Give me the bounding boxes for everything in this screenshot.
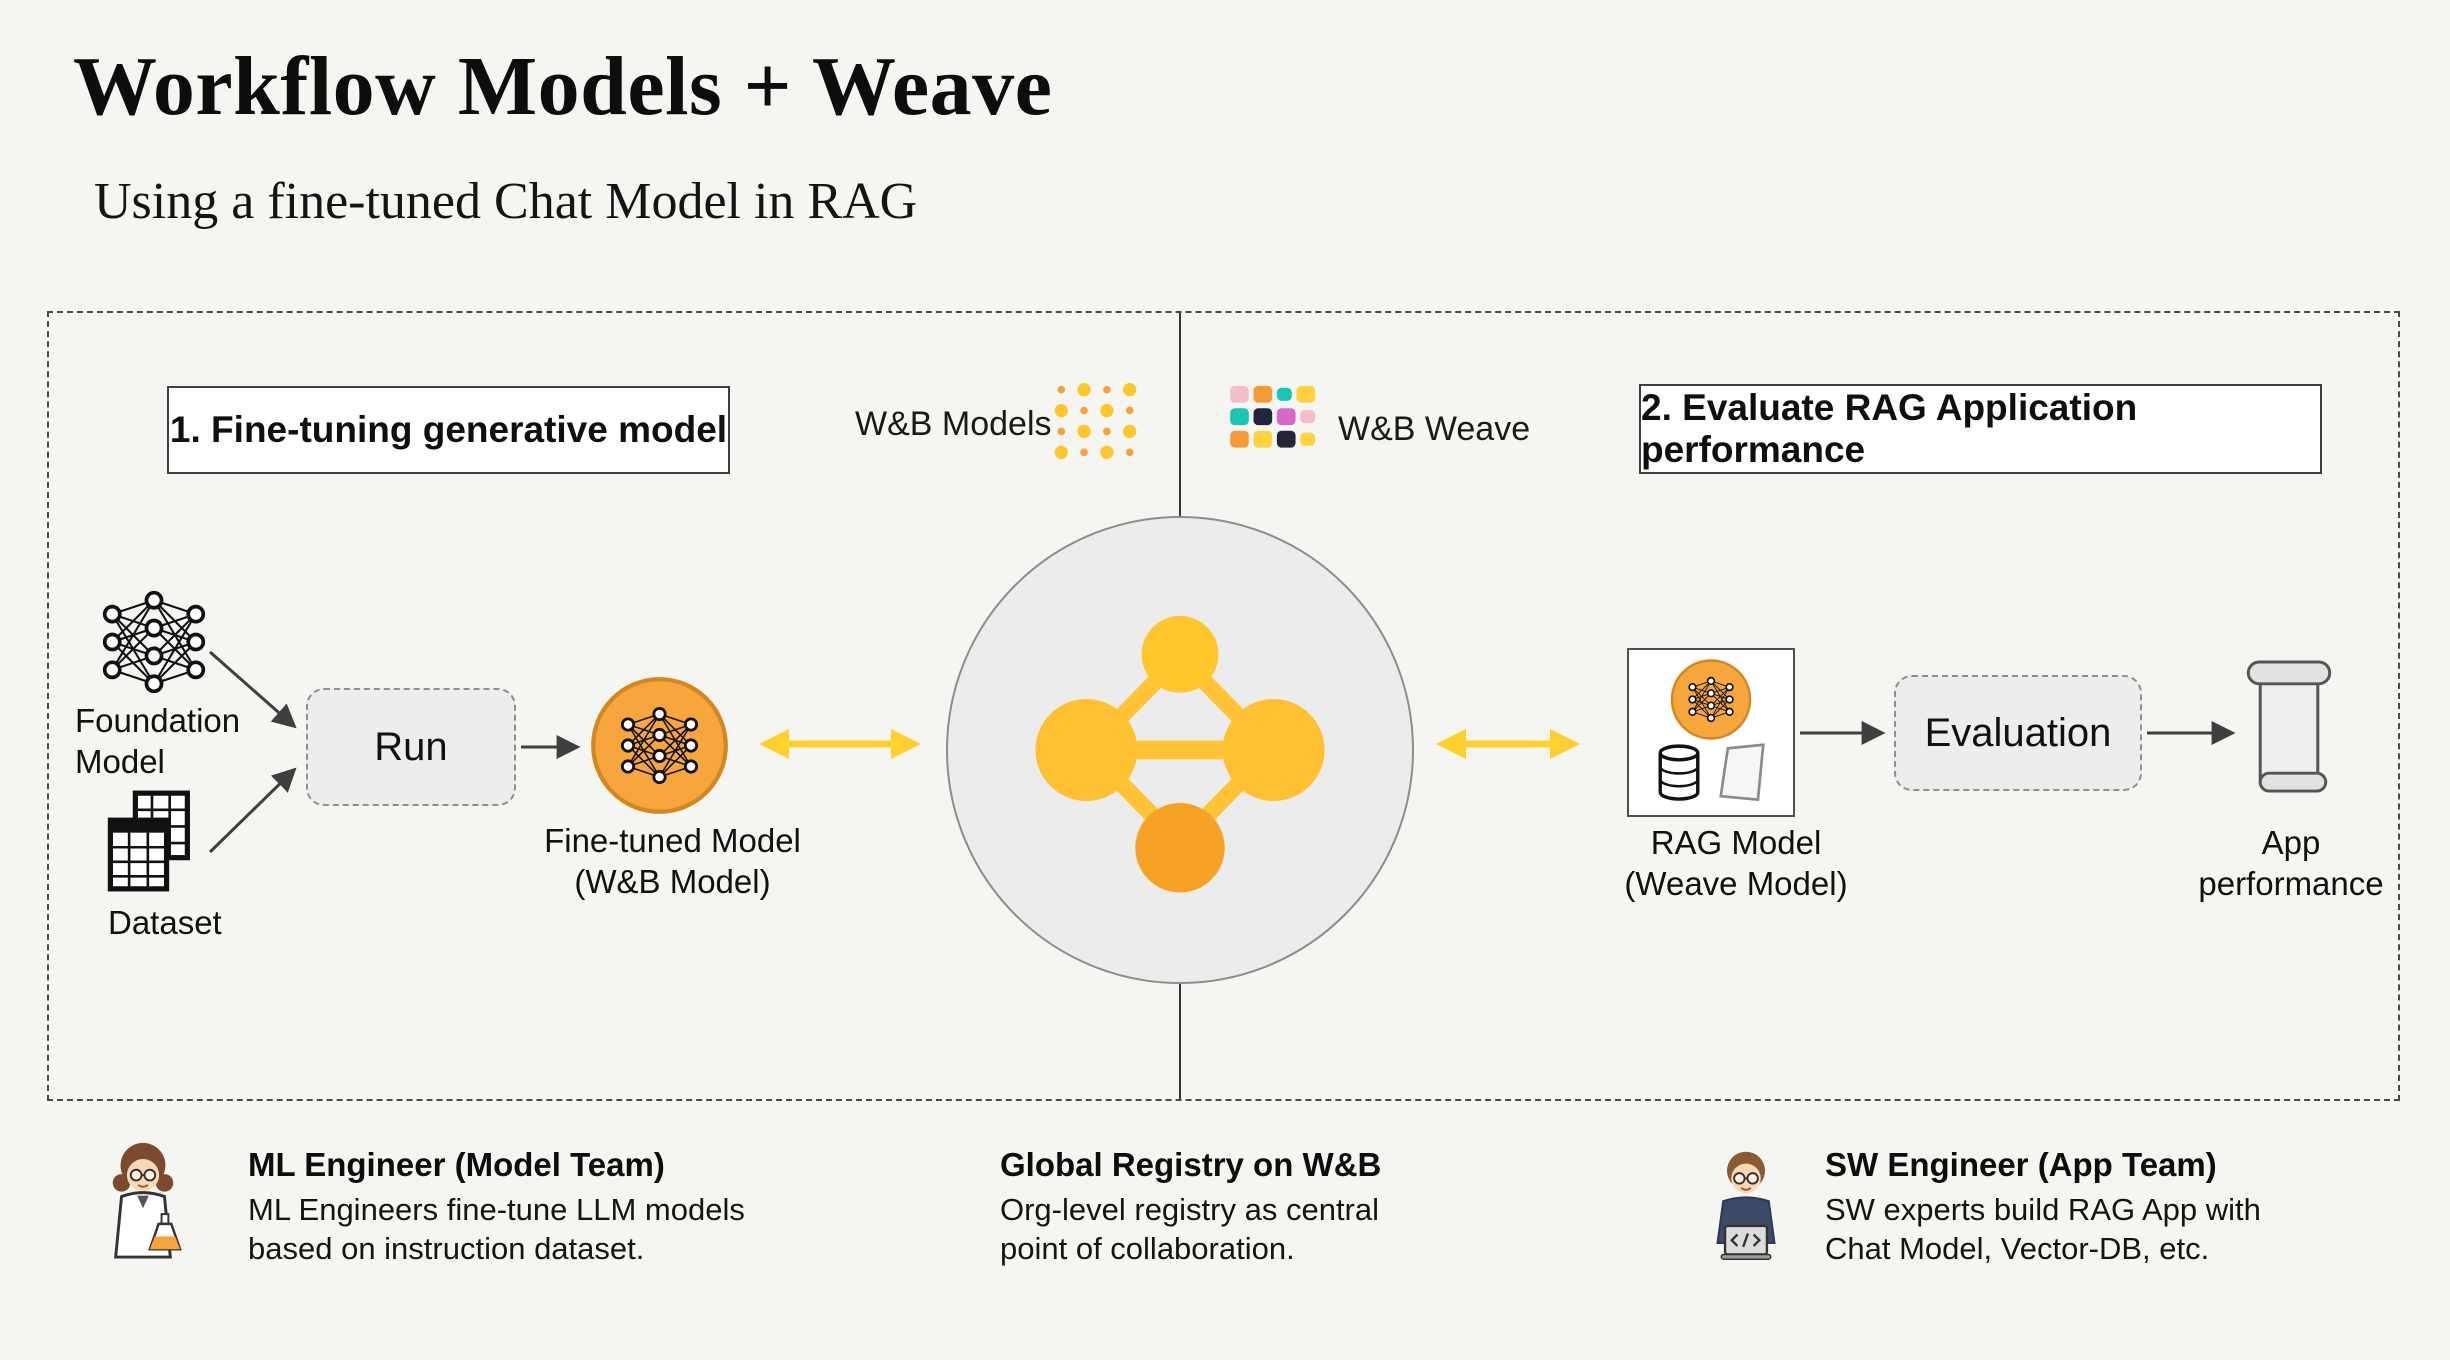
evaluation-box: Evaluation — [1894, 675, 2142, 791]
ml-engineer-icon — [112, 1142, 182, 1259]
dataset-icon — [107, 790, 190, 892]
ml-engineer-note: ML Engineer (Model Team) ML Engineers fi… — [248, 1146, 745, 1266]
wandb-models-icon — [1054, 383, 1137, 459]
sw-engineer-icon — [1716, 1151, 1776, 1260]
wandb-registry-icon — [1035, 615, 1325, 893]
dataset-label: Dataset — [108, 904, 222, 941]
wandb-models-label: W&B Models — [855, 405, 1052, 443]
global-registry-note-title: Global Registry on W&B — [1000, 1146, 1382, 1183]
document-icon — [1719, 743, 1765, 802]
finetuned-model-label: Fine-tuned Model (W&B Model) — [544, 822, 801, 900]
sw-engineer-note: SW Engineer (App Team) SW experts build … — [1825, 1146, 2261, 1266]
section-label-finetuning: 1. Fine-tuning generative model — [167, 386, 730, 474]
rag-chat-model-icon — [1670, 659, 1752, 740]
wandb-weave-label: W&B Weave — [1338, 410, 1531, 448]
page-subtitle: Using a fine-tuned Chat Model in RAG — [94, 173, 918, 230]
section-label-evaluate-text: 2. Evaluate RAG Application performance — [1641, 387, 2138, 470]
registry-hub-circle — [946, 516, 1414, 984]
rag-model-box — [1627, 648, 1795, 817]
diagram-frame — [47, 311, 2400, 1101]
section-label-finetuning-text: 1. Fine-tuning generative model — [169, 409, 728, 450]
foundation-model-label: Foundation Model — [75, 702, 241, 780]
foundation-model-icon — [102, 590, 206, 694]
run-box: Run — [306, 688, 516, 806]
finetuned-model-icon — [591, 677, 728, 814]
page-title: Workflow Models + Weave — [73, 40, 1053, 133]
evaluation-box-label: Evaluation — [1924, 710, 2112, 755]
wandb-weave-icon — [1230, 385, 1316, 448]
app-performance-label: App performance — [2198, 824, 2384, 902]
run-box-label: Run — [374, 724, 448, 769]
section-label-evaluate: 2. Evaluate RAG Application performance — [1639, 384, 2322, 474]
vector-db-icon — [1658, 744, 1700, 801]
ml-engineer-note-title: ML Engineer (Model Team) — [248, 1146, 665, 1183]
rag-model-label: RAG Model (Weave Model) — [1624, 824, 1848, 902]
app-performance-scroll-icon — [2246, 660, 2332, 793]
sw-engineer-note-title: SW Engineer (App Team) — [1825, 1146, 2217, 1183]
global-registry-note: Global Registry on W&B Org-level registr… — [1000, 1146, 1382, 1266]
